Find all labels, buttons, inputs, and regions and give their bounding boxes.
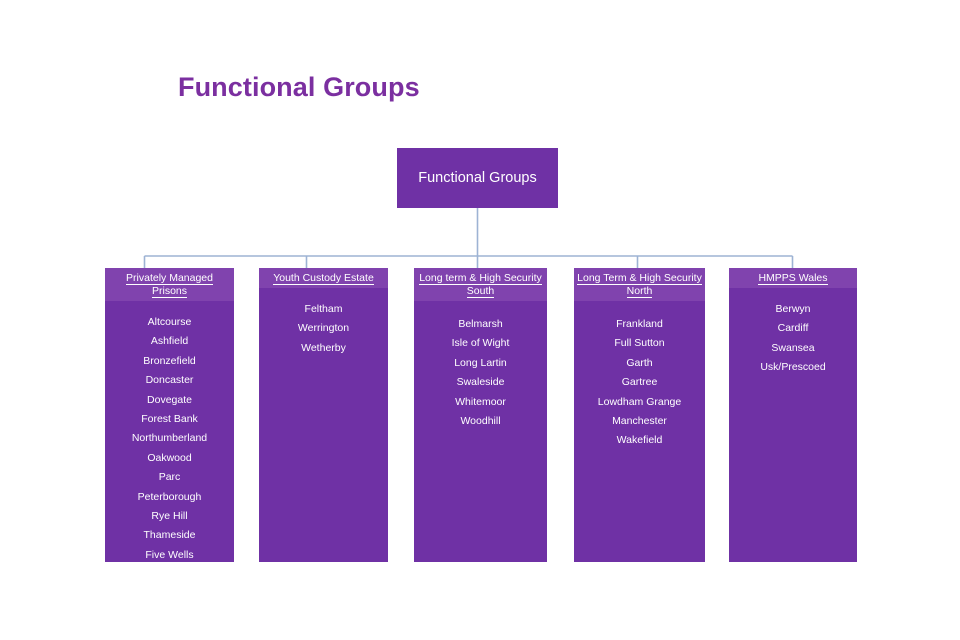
list-item: Swaleside [456,376,505,389]
list-item: Manchester [612,415,667,428]
column-item-list: Belmarsh Isle of Wight Long Lartin Swale… [414,301,547,431]
list-item: Frankland [616,318,663,330]
list-item: Gartree [621,376,658,389]
page-title: Functional Groups [178,72,420,102]
list-item: Parc [158,471,181,484]
list-item: Peterborough [137,490,202,503]
column-item-list: Altcourse Ashfield Bronzefield Doncaster… [105,301,234,565]
list-item: Isle of Wight [451,337,510,350]
list-item: Thameside [143,529,196,542]
list-item: Bronzefield [143,354,196,367]
list-item: Long Lartin [454,356,507,369]
list-item: Garth [626,356,653,369]
group-column-long-term-high-security-south[interactable]: Long term & High Security South Belmarsh… [414,268,547,562]
group-column-hmpps-wales[interactable]: HMPPS Wales Berwyn Cardiff Swansea Usk/P… [729,268,857,562]
group-column-youth-custody-estate[interactable]: Youth Custody Estate Feltham Werrington … [259,268,388,562]
root-node-label: Functional Groups [418,170,537,186]
group-column-privately-managed-prisons[interactable]: Privately Managed Prisons Altcourse Ashf… [105,268,234,562]
list-item: Whitemoor [455,395,506,408]
column-header-label: Privately Managed Prisons [126,272,213,298]
column-header-label: HMPPS Wales [758,272,828,285]
list-item: Woodhill [460,415,501,428]
list-item: Swansea [771,341,815,354]
list-item: Ashfield [150,335,189,348]
list-item: Altcourse [147,316,192,328]
list-item: Rye Hill [151,510,188,523]
list-item: Lowdham Grange [597,395,682,408]
list-item: Cardiff [777,322,809,335]
root-node[interactable]: Functional Groups [397,148,558,208]
list-item: Five Wells [145,548,194,561]
list-item: Belmarsh [458,318,503,330]
column-header: Long term & High Security South [414,268,547,301]
group-column-long-term-high-security-north[interactable]: Long Term & High Security North Franklan… [574,268,705,562]
list-item: Oakwood [147,451,192,464]
column-item-list: Frankland Full Sutton Garth Gartree Lowd… [574,301,705,451]
column-header-label: Youth Custody Estate [273,272,374,285]
list-item: Full Sutton [614,337,665,350]
column-header: Long Term & High Security North [574,268,705,301]
column-header-label: Long term & High Security South [419,272,542,298]
list-item: Werrington [297,322,350,335]
list-item: Feltham [304,303,343,315]
list-item: Northumberland [131,432,208,445]
list-item: Doncaster [145,374,194,387]
column-header: Youth Custody Estate [259,268,388,288]
column-header: Privately Managed Prisons [105,268,234,301]
column-item-list: Berwyn Cardiff Swansea Usk/Prescoed [729,288,857,378]
list-item: Dovegate [147,393,192,406]
list-item: Forest Bank [141,413,198,426]
list-item: Berwyn [775,303,811,315]
list-item: Wetherby [301,341,346,354]
column-header-label: Long Term & High Security North [577,272,702,298]
column-header: HMPPS Wales [729,268,857,288]
list-item: Wakefield [616,434,663,447]
column-item-list: Feltham Werrington Wetherby [259,288,388,358]
list-item: Usk/Prescoed [760,361,826,374]
